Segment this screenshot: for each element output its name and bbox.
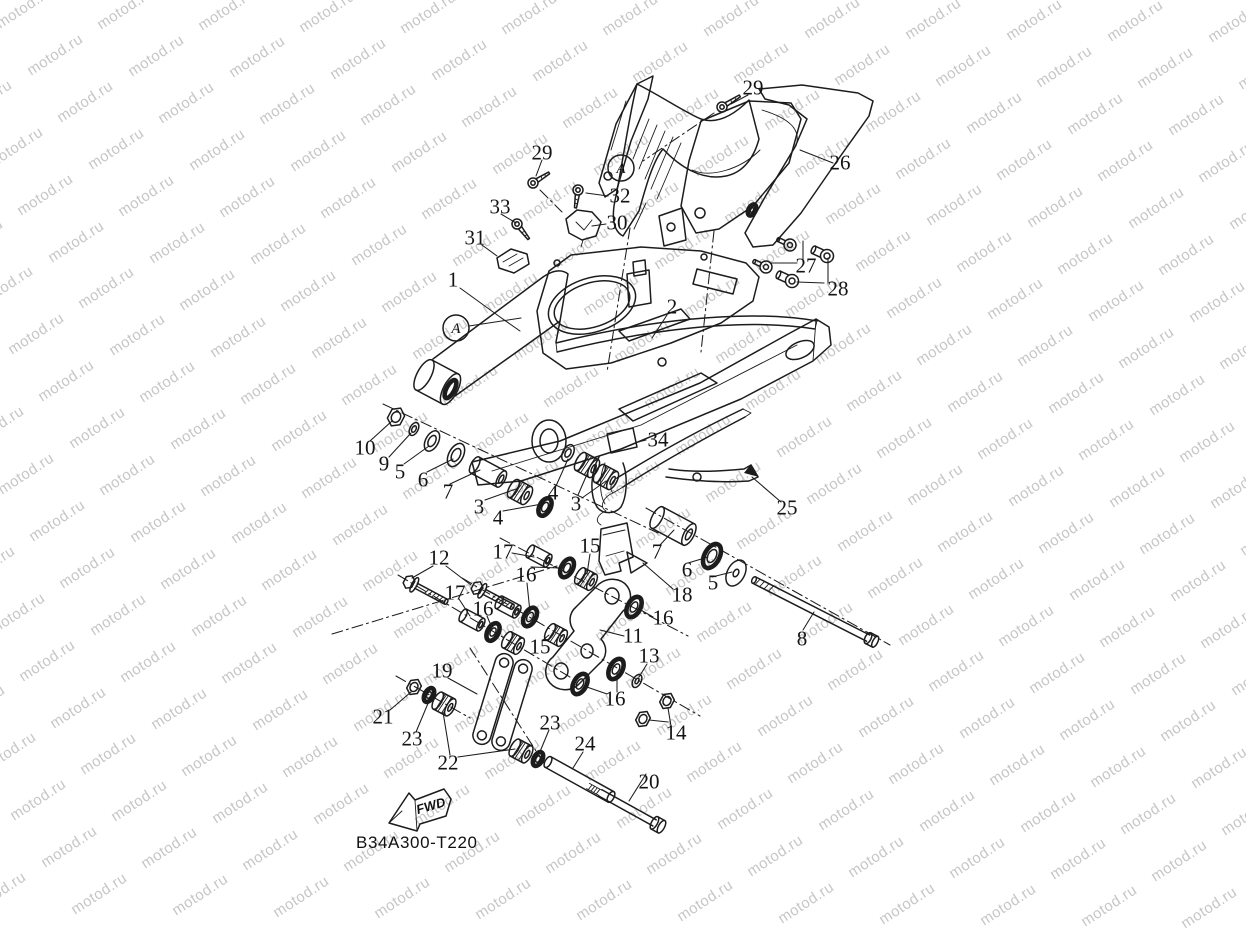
part-callout-11: 11: [622, 623, 644, 648]
part-callout-32: 32: [609, 183, 631, 208]
part-callout-10: 10: [354, 435, 376, 460]
part-callout-15: 15: [579, 533, 601, 558]
connecting-rod-plates: [472, 652, 533, 752]
part-callout-16: 16: [515, 562, 537, 587]
leader-lines-upper: [459, 94, 834, 339]
relay-arm: [545, 578, 632, 691]
part-callout-19: 19: [431, 658, 453, 683]
leader-lines-lower: [389, 552, 672, 802]
part-callout-20: 20: [638, 769, 660, 794]
part-callout-26: 26: [829, 150, 851, 175]
part-callout-5: 5: [707, 570, 719, 595]
part-callout-23: 23: [401, 726, 423, 751]
part-callout-16: 16: [604, 686, 626, 711]
fender-fasteners: [496, 209, 602, 274]
part-callout-4: 4: [492, 505, 504, 530]
part-callout-1: 1: [447, 267, 459, 292]
ref-marker-letter: A: [450, 321, 461, 337]
part-callout-18: 18: [671, 582, 693, 607]
part-callout-13: 13: [638, 643, 660, 668]
part-callout-5: 5: [394, 459, 406, 484]
part-callout-4: 4: [547, 480, 559, 505]
part-callout-7: 7: [651, 539, 663, 564]
ref-marker-letter: A: [615, 161, 626, 177]
part-callout-12: 12: [428, 545, 450, 570]
part-callout-25: 25: [776, 495, 798, 520]
link-bolt: [586, 782, 667, 834]
part-callout-29: 29: [531, 140, 553, 165]
part-callout-22: 22: [437, 750, 459, 775]
part-callout-15: 15: [529, 634, 551, 659]
part-callout-9: 9: [378, 451, 390, 476]
part-callout-16: 16: [472, 596, 494, 621]
part-callout-14: 14: [665, 720, 687, 745]
part-callout-33: 33: [489, 194, 511, 219]
part-callout-28: 28: [827, 276, 849, 301]
pivot-boss: [413, 358, 462, 406]
part-callout-23: 23: [539, 710, 561, 735]
part-callout-31: 31: [464, 225, 486, 250]
ref-marker-a: A: [442, 314, 470, 342]
part-callout-17: 17: [444, 580, 466, 605]
part-callout-3: 3: [570, 491, 582, 516]
part-callout-16: 16: [652, 605, 674, 630]
ref-marker-a: A: [607, 154, 635, 182]
pivot-shaft: [750, 576, 880, 648]
part-callout-27: 27: [795, 253, 817, 278]
bearing-and-fastener-parts: [386, 94, 835, 769]
part-callout-24: 24: [574, 731, 596, 756]
side-cover: [744, 84, 874, 248]
diagram-code: B34A300-T220: [356, 833, 478, 852]
part-callout-17: 17: [492, 539, 514, 564]
stopper-rod: [543, 755, 616, 804]
part-callout-21: 21: [372, 704, 394, 729]
part-callout-7: 7: [442, 479, 454, 504]
part-callout-34: 34: [647, 427, 669, 452]
part-callout-2: 2: [666, 294, 678, 319]
part-callout-3: 3: [473, 494, 485, 519]
part-callout-6: 6: [681, 557, 693, 582]
part-callout-30: 30: [606, 210, 628, 235]
leader-lines-middle: [369, 420, 815, 631]
part-callout-29: 29: [742, 75, 764, 100]
part-callout-6: 6: [417, 467, 429, 492]
swingarm-body: [413, 246, 832, 514]
mud-flap: [598, 522, 648, 576]
band: [606, 427, 638, 454]
part-callout-8: 8: [796, 626, 808, 651]
